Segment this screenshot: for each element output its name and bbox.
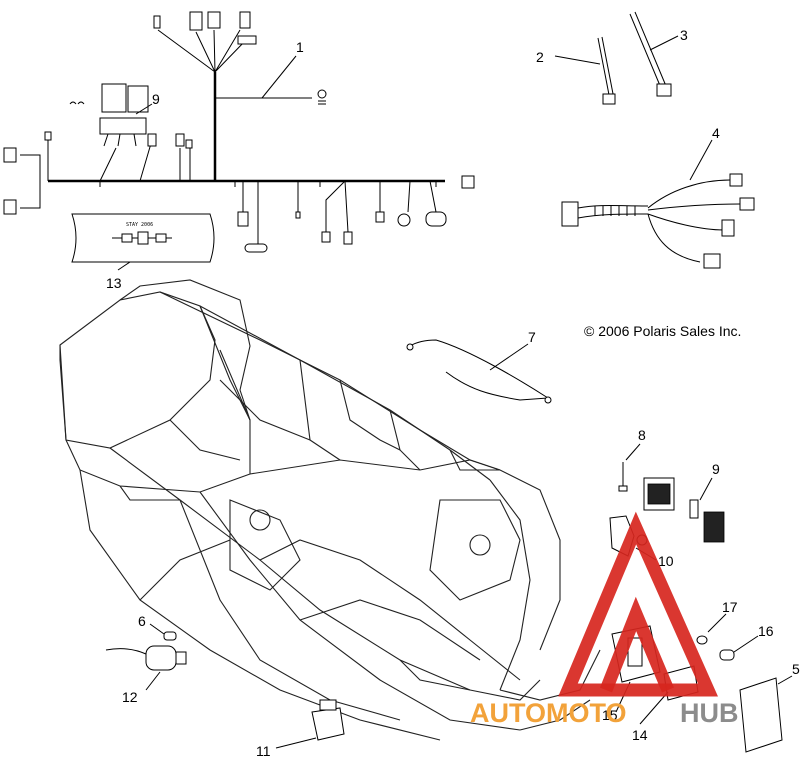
- callout-17: 17: [722, 599, 738, 615]
- module-5: [739, 677, 783, 753]
- watermark-logo: AUTOMOTO HUB: [470, 511, 739, 728]
- copyright-notice: © 2006 Polaris Sales Inc.: [584, 323, 741, 339]
- spacer-16: [719, 649, 735, 661]
- wire-harness: [3, 11, 475, 253]
- callout-16: 16: [758, 623, 774, 639]
- grommet-17: [696, 635, 708, 645]
- callout-13: 13: [106, 275, 122, 291]
- callout-5: 5: [792, 661, 800, 677]
- callout-labels: 1 2 3 4 5 6 7 8 9 9 10 11 12 13 14 15 16…: [106, 27, 800, 759]
- vehicle-frame: [59, 279, 601, 741]
- callout-9-harness: 9: [152, 91, 160, 107]
- bolt-8: [618, 462, 628, 492]
- leader-lines: [117, 35, 793, 749]
- actuator-12: [105, 645, 187, 671]
- callout-10: 10: [658, 553, 674, 569]
- callout-8: 8: [638, 427, 646, 443]
- callout-7: 7: [528, 329, 536, 345]
- watermark-brand-a: AUTOMOTO: [470, 698, 627, 728]
- harness-tag: STAY 2006: [71, 213, 215, 263]
- callout-14: 14: [632, 727, 648, 743]
- switch-11: [311, 699, 345, 741]
- sub-harness: [561, 173, 755, 269]
- watermark-brand-b: HUB: [680, 698, 739, 728]
- callout-1: 1: [296, 39, 304, 55]
- callout-11: 11: [256, 743, 271, 759]
- cable-tie-short: [597, 36, 616, 105]
- ground-cable: [406, 339, 552, 404]
- callout-4: 4: [712, 125, 720, 141]
- callout-3: 3: [680, 27, 688, 43]
- sensor-6: [163, 631, 177, 641]
- callout-15: 15: [602, 707, 618, 723]
- callout-12: 12: [122, 689, 138, 705]
- callout-9-frame: 9: [712, 461, 720, 477]
- callout-2: 2: [536, 49, 544, 65]
- tag-label: STAY 2006: [126, 222, 153, 228]
- cable-tie-long: [629, 11, 672, 97]
- callout-6: 6: [138, 613, 146, 629]
- module-9: [643, 477, 725, 543]
